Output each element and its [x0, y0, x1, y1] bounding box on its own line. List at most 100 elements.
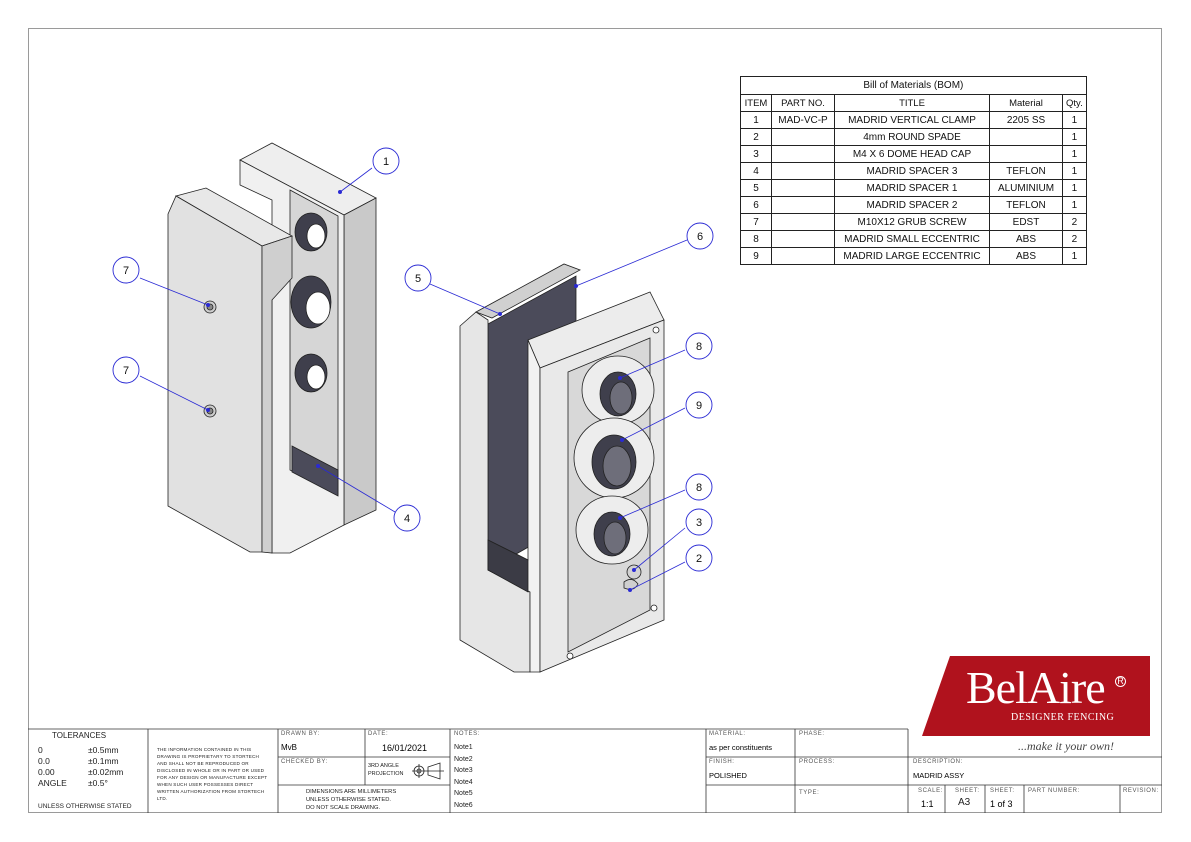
- date-label: DATE:: [368, 731, 389, 737]
- bom-header-item: ITEM: [740, 94, 772, 112]
- bom-header-row: ITEM PART NO. TITLE Material Qty.: [740, 94, 1087, 112]
- logo-corner-cut: [922, 656, 950, 736]
- leader-dots: [206, 190, 636, 592]
- bom-cell-part-no: [771, 213, 835, 231]
- bom-cell-part-no: [771, 247, 835, 265]
- notes-list: Note1 Note2 Note3 Note4 Note5 Note6: [454, 742, 473, 811]
- third-angle-projection-icon: [412, 762, 444, 780]
- bom-cell-item: 4: [740, 162, 772, 180]
- bom-cell-part-no: [771, 196, 835, 214]
- note-1: Note1: [454, 744, 473, 751]
- clamp-back-right: [343, 197, 377, 526]
- date-value: 16/01/2021: [382, 743, 428, 753]
- balloon-circle: [372, 147, 400, 175]
- balloon-circle: [404, 264, 432, 292]
- bom-cell-material: ALUMINIUM: [989, 179, 1063, 197]
- balloon-label: 2: [696, 553, 702, 565]
- bom-cell-material: [989, 128, 1063, 146]
- bom-cell-title: M10X12 GRUB SCREW: [834, 213, 990, 231]
- bom-cell-part-no: [771, 145, 835, 163]
- bom-cell-material: ABS: [989, 230, 1063, 248]
- sheet-size-value: A3: [958, 797, 971, 808]
- bom-cell-qty: 2: [1062, 230, 1087, 248]
- bom-cell-material: TEFLON: [989, 196, 1063, 214]
- drawn-by-label: DRAWN BY:: [281, 731, 320, 737]
- balloon-label: 9: [696, 400, 702, 412]
- bom-cell-qty: 1: [1062, 247, 1087, 265]
- balloon-circle: [393, 504, 421, 532]
- bom-cell-qty: 1: [1062, 145, 1087, 163]
- bill-of-materials-table: Bill of Materials (BOM) ITEM PART NO. TI…: [740, 76, 1087, 265]
- tol-3-key: ANGLE: [38, 778, 67, 788]
- balloon-label: 7: [123, 365, 129, 377]
- confidentiality-notice: THE INFORMATION CONTAINED IN THIS DRAWING…: [157, 746, 267, 802]
- bom-title: Bill of Materials (BOM): [740, 76, 1087, 95]
- clamp-plate-front: [167, 195, 263, 553]
- material-value: as per constituents: [709, 743, 772, 752]
- bom-cell-item: 9: [740, 247, 772, 265]
- logo-tagline: ...make it your own!: [1018, 739, 1114, 753]
- balloon-circle: [685, 473, 713, 501]
- bom-cell-title: MADRID SMALL ECCENTRIC: [834, 230, 990, 248]
- logo-subtitle: DESIGNER FENCING: [1011, 712, 1115, 723]
- confidentiality-line: AND SHALL NOT BE REPRODUCED OR: [157, 761, 249, 766]
- balloon-label: 1: [383, 156, 389, 168]
- bom-cell-item: 3: [740, 145, 772, 163]
- bom-cell-item: 6: [740, 196, 772, 214]
- part-number-label: PART NUMBER:: [1028, 788, 1080, 794]
- scale-value: 1:1: [921, 799, 934, 809]
- balloon-label: 7: [123, 265, 129, 277]
- bom-cell-title: MADRID LARGE ECCENTRIC: [834, 247, 990, 265]
- note-5: Note5: [454, 790, 473, 797]
- confidentiality-line: THE INFORMATION CONTAINED IN THIS: [157, 747, 252, 752]
- balloon-label: 8: [696, 482, 702, 494]
- confidentiality-line: WRITTEN AUTHORIZATION FROM STORTECH: [157, 789, 265, 794]
- bom-cell-qty: 1: [1062, 111, 1087, 129]
- bom-cell-title: 4mm ROUND SPADE: [834, 128, 990, 146]
- projection-line-2: PROJECTION: [368, 771, 404, 777]
- confidentiality-line: DISCLOSED IN WHOLE OR IN PART OR USED: [157, 768, 265, 773]
- balloon-circle: [685, 391, 713, 419]
- confidentiality-line: LTD.: [157, 796, 168, 801]
- scale-label: SCALE:: [918, 788, 943, 794]
- bom-cell-title: MADRID SPACER 1: [834, 179, 990, 197]
- balloon-circle: [685, 544, 713, 572]
- process-label: PROCESS:: [799, 759, 835, 765]
- material-label: MATERIAL:: [709, 731, 746, 737]
- bom-cell-qty: 1: [1062, 179, 1087, 197]
- phase-label: PHASE:: [799, 731, 825, 737]
- bom-cell-qty: 1: [1062, 196, 1087, 214]
- bom-cell-item: 1: [740, 111, 772, 129]
- balloon-circle: [685, 332, 713, 360]
- finish-value: POLISHED: [709, 771, 747, 780]
- round-spade: [623, 579, 639, 590]
- right-clamp-view: [459, 263, 665, 673]
- note-2: Note2: [454, 755, 473, 763]
- bom-cell-part-no: MAD-VC-P: [771, 111, 835, 129]
- dimensions-note-3: DO NOT SCALE DRAWING.: [306, 805, 381, 811]
- confidentiality-line: DRAWING IS PROPRIETARY TO STORTECH: [157, 754, 260, 759]
- balloon-label: 4: [404, 513, 410, 525]
- sheet-number-value: 1 of 3: [990, 799, 1013, 809]
- leader-lines: [139, 167, 688, 591]
- bom-header-part-no: PART NO.: [771, 94, 835, 112]
- tol-3-val: ±0.5°: [88, 778, 108, 788]
- brand-logo: [922, 656, 1150, 736]
- bom-cell-part-no: [771, 162, 835, 180]
- balloon-label: 6: [697, 231, 703, 243]
- note-4: Note4: [454, 778, 473, 786]
- left-clamp-view: [167, 142, 377, 554]
- drawn-by-value: MvB: [281, 743, 297, 752]
- bom-cell-item: 5: [740, 179, 772, 197]
- bom-cell-qty: 2: [1062, 213, 1087, 231]
- bom-header-qty: Qty.: [1062, 94, 1087, 112]
- confidentiality-line: WHEN SUCH USER POSSESSES DIRECT: [157, 782, 254, 787]
